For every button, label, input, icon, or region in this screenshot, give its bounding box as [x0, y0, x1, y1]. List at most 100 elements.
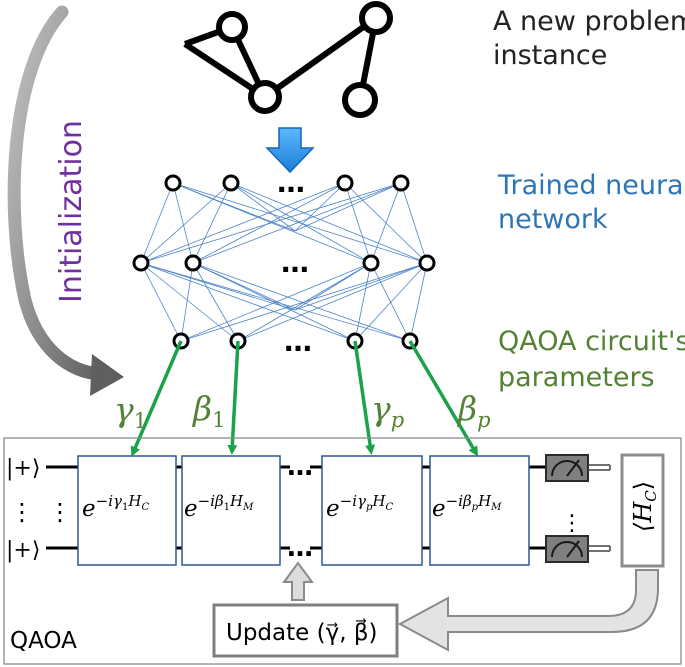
network-edge — [140, 262, 239, 342]
ket-bottom: |+⟩ — [6, 538, 40, 563]
network-edge — [140, 262, 182, 342]
network-edge — [192, 182, 402, 264]
network-edge — [172, 182, 194, 264]
network-neuron — [336, 174, 354, 192]
network-edge — [294, 182, 402, 232]
problem-graph — [183, 1, 393, 118]
network-edges — [140, 182, 428, 342]
network-edge — [192, 182, 232, 264]
network-edge — [140, 182, 232, 264]
param-gamma1-label: γ1 — [114, 390, 147, 433]
svg-text:e−iβpHM: e−iβpHM — [432, 492, 502, 522]
gate-3: e−iγpHC — [321, 455, 423, 566]
ellipsis-circuit-bottom: … — [287, 533, 313, 563]
network-neuron — [184, 254, 202, 272]
parameter-arrows — [130, 340, 479, 457]
expectation-label: ⟨HC⟩ — [629, 481, 660, 532]
svg-text:e−iγpHC: e−iγpHC — [326, 492, 393, 522]
graph-nodes — [216, 1, 393, 118]
network-nodes — [132, 174, 436, 350]
network-edge — [192, 262, 356, 342]
network-neuron — [222, 174, 240, 192]
svg-text:e−iβ1HM: e−iβ1HM — [184, 492, 254, 522]
input-arrow — [265, 127, 315, 174]
network-edge — [354, 262, 428, 342]
meter-icon — [545, 454, 611, 482]
network-edge — [294, 262, 428, 311]
network-edge — [230, 182, 428, 264]
params-label-line1: QAOA circuit's — [498, 326, 685, 357]
update-up-arrow — [282, 561, 314, 601]
network-edge — [294, 182, 346, 232]
svg-text:γ1: γ1 — [114, 390, 147, 433]
qubit-wires — [46, 465, 546, 550]
update-label: Update (γ⃗, β⃗) — [226, 618, 377, 646]
expectation-box — [620, 453, 665, 568]
gate-1: e−iγ1HC — [77, 455, 177, 566]
qaoa-box — [3, 437, 682, 665]
network-edge — [400, 182, 428, 264]
initialization-arrowhead — [90, 354, 124, 396]
graph-node — [248, 80, 282, 114]
network-edge — [172, 182, 296, 232]
network-edge — [192, 182, 346, 264]
network-edge — [230, 182, 296, 232]
param-betap-label: βp — [456, 389, 491, 432]
network-neuron — [362, 254, 380, 272]
network-edge — [294, 262, 372, 311]
arrow-gammap — [353, 340, 376, 455]
initialization-label: Initialization — [54, 120, 89, 303]
arrow-beta1 — [227, 340, 240, 455]
network-edge — [409, 262, 428, 342]
vdots-meters: ⋮ — [561, 511, 583, 536]
ellipsis-layer2: … — [281, 246, 309, 279]
ket-top: |+⟩ — [6, 456, 40, 481]
ellipsis-layer3: … — [284, 325, 312, 358]
network-edge — [237, 262, 428, 342]
svg-text:e−iγ1HC: e−iγ1HC — [82, 492, 149, 522]
gate-4: e−iβpHM — [429, 455, 530, 566]
arrow-betap — [408, 340, 479, 457]
network-edge — [140, 262, 296, 311]
svg-text:γp: γp — [371, 389, 404, 432]
network-edge — [192, 262, 296, 311]
network-edge — [180, 262, 428, 342]
network-label-line2: network — [498, 204, 608, 235]
network-neuron — [164, 174, 182, 192]
graph-node — [359, 1, 393, 35]
network-edge — [140, 262, 356, 342]
ellipsis-circuit-top: … — [287, 452, 313, 482]
vdots-left: ⋮ — [10, 498, 34, 526]
network-neuron — [132, 254, 150, 272]
param-beta1-label: β1 — [191, 389, 225, 432]
problem-label-line1: A new problem — [493, 6, 685, 37]
params-label-line2: parameters — [498, 362, 655, 393]
network-neuron — [392, 174, 410, 192]
network-edge — [140, 182, 402, 264]
ellipsis-layer1: … — [277, 166, 305, 199]
network-edge — [192, 262, 239, 342]
network-edge — [354, 262, 372, 342]
network-edge — [192, 262, 411, 342]
network-label-line1: Trained neural — [497, 170, 685, 201]
svg-text:βp: βp — [456, 389, 491, 432]
graph-node — [342, 82, 378, 118]
svg-text:β1: β1 — [191, 389, 225, 432]
initialization-arc — [7, 5, 107, 381]
meter-icon — [545, 535, 611, 563]
network-edge — [140, 182, 346, 264]
param-gammap-label: γp — [371, 389, 404, 432]
network-edge — [344, 182, 372, 264]
problem-label-line2: instance — [493, 40, 607, 71]
feedback-arrow — [397, 569, 659, 652]
network-edge — [180, 262, 194, 342]
neural-network: … … … — [132, 166, 436, 358]
graph-node — [216, 11, 248, 43]
qaoa-label: QAOA — [10, 628, 77, 654]
vdots-left-2: ⋮ — [48, 498, 72, 526]
network-edge — [172, 182, 428, 264]
network-neuron — [418, 254, 436, 272]
gate-2: e−iβ1HM — [181, 455, 281, 566]
update-box — [212, 603, 399, 658]
